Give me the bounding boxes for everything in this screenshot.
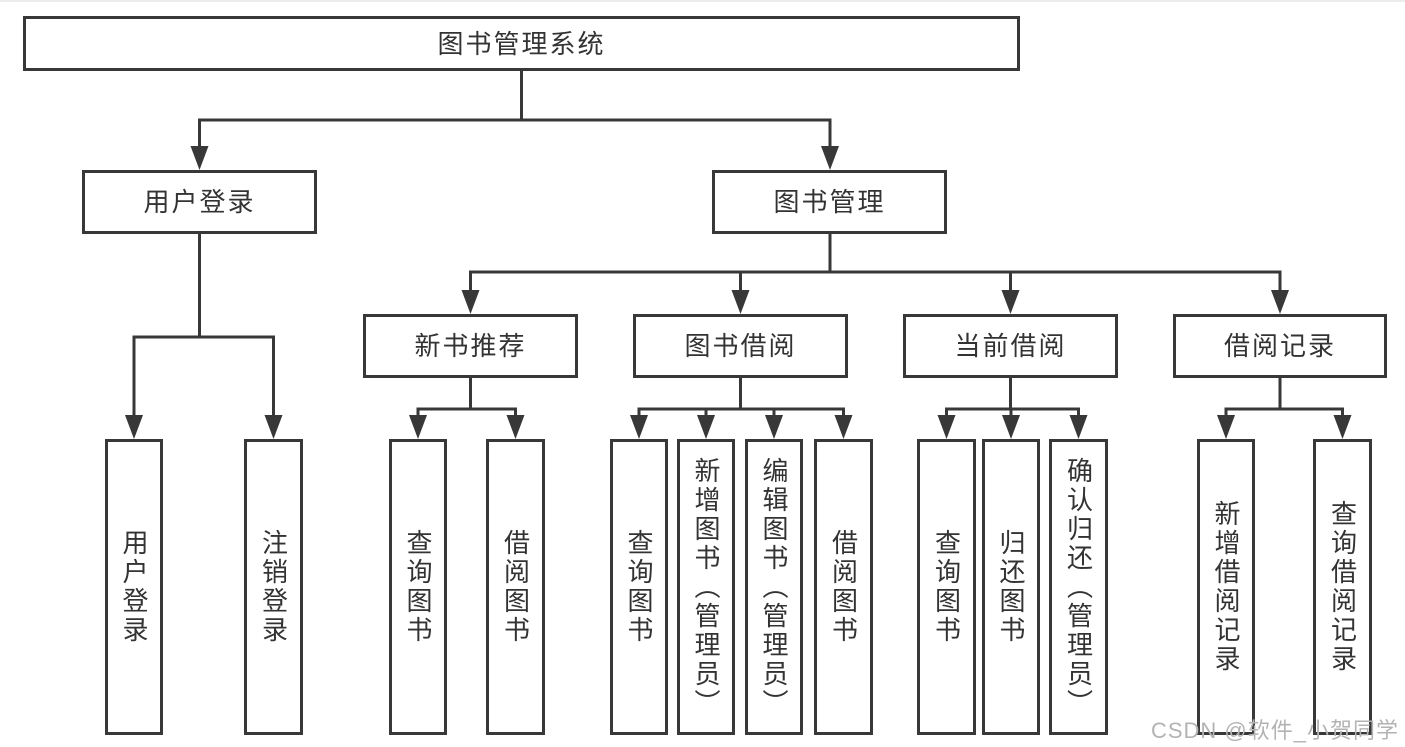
node-leaf-query-record: 查询借阅记录 (1313, 439, 1372, 735)
node-user-login: 用户登录 (82, 170, 317, 234)
node-label-leaf-add-book: 新增图书（管理员） (691, 456, 721, 718)
node-label-leaf-add-record: 新增借阅记录 (1211, 500, 1241, 674)
node-leaf-edit-book: 编辑图书（管理员） (745, 439, 803, 735)
arrowhead-icon (190, 146, 209, 170)
node-label-leaf-borrow-book-2: 借阅图书 (828, 529, 859, 645)
node-label-system: 图书管理系统 (437, 28, 606, 59)
node-label-leaf-confirm-return: 确认归还（管理员） (1063, 456, 1094, 718)
node-system: 图书管理系统 (23, 16, 1020, 71)
node-label-borrow-records: 借阅记录 (1223, 331, 1336, 361)
arrowhead-icon (506, 415, 525, 439)
arrowhead-icon (264, 415, 283, 439)
arrowhead-icon (461, 290, 480, 314)
arrowhead-icon (834, 415, 853, 439)
node-label-book-management: 图书管理 (773, 187, 886, 217)
node-label-leaf-query-book-2: 查询图书 (624, 529, 654, 645)
node-current-borrow: 当前借阅 (903, 314, 1118, 378)
arrowhead-icon (630, 415, 648, 439)
arrowhead-icon (821, 146, 839, 170)
node-label-leaf-query-book-3: 查询图书 (931, 529, 962, 645)
arrowhead-icon (1217, 415, 1235, 439)
node-label-user-login: 用户登录 (143, 187, 256, 217)
node-leaf-add-record: 新增借阅记录 (1197, 439, 1255, 735)
node-label-leaf-borrow-book-1: 借阅图书 (500, 529, 531, 645)
arrowhead-icon (1271, 290, 1289, 314)
node-leaf-borrow-book-1: 借阅图书 (486, 439, 545, 735)
arrowhead-icon (125, 415, 143, 439)
node-leaf-query-book-3: 查询图书 (917, 439, 976, 735)
node-leaf-return-book: 归还图书 (982, 439, 1040, 735)
arrowhead-icon (937, 415, 956, 439)
node-leaf-borrow-book-2: 借阅图书 (814, 439, 873, 735)
node-new-book-recommend: 新书推荐 (363, 314, 578, 378)
node-book-management: 图书管理 (712, 170, 947, 234)
node-leaf-query-book-2: 查询图书 (610, 439, 668, 735)
arrowhead-icon (1333, 415, 1352, 439)
node-label-current-borrow: 当前借阅 (954, 331, 1067, 361)
node-label-leaf-user-login: 用户登录 (119, 529, 149, 645)
node-label-leaf-query-book-1: 查询图书 (403, 529, 433, 645)
arrowhead-icon (1002, 415, 1020, 439)
watermark: CSDN @软件_小贺同学 (1150, 718, 1399, 743)
node-borrow-records: 借阅记录 (1173, 314, 1387, 378)
node-label-leaf-query-record: 查询借阅记录 (1327, 500, 1358, 674)
arrowhead-icon (697, 415, 715, 439)
node-book-borrow: 图书借阅 (633, 314, 848, 378)
arrowhead-icon (731, 290, 750, 314)
node-label-leaf-logout: 注销登录 (258, 529, 289, 645)
node-label-leaf-return-book: 归还图书 (996, 529, 1026, 645)
node-leaf-logout: 注销登录 (244, 439, 303, 735)
node-label-leaf-edit-book: 编辑图书（管理员） (759, 456, 789, 718)
arrowhead-icon (1001, 290, 1020, 314)
arrowhead-icon (765, 415, 783, 439)
arrowhead-icon (1069, 415, 1088, 439)
node-leaf-user-login: 用户登录 (105, 439, 163, 735)
node-leaf-confirm-return: 确认归还（管理员） (1049, 439, 1108, 735)
node-label-new-book-recommend: 新书推荐 (414, 331, 527, 361)
node-leaf-query-book-1: 查询图书 (389, 439, 447, 735)
node-label-book-borrow: 图书借阅 (684, 331, 797, 361)
node-leaf-add-book: 新增图书（管理员） (677, 439, 735, 735)
arrowhead-icon (409, 415, 427, 439)
